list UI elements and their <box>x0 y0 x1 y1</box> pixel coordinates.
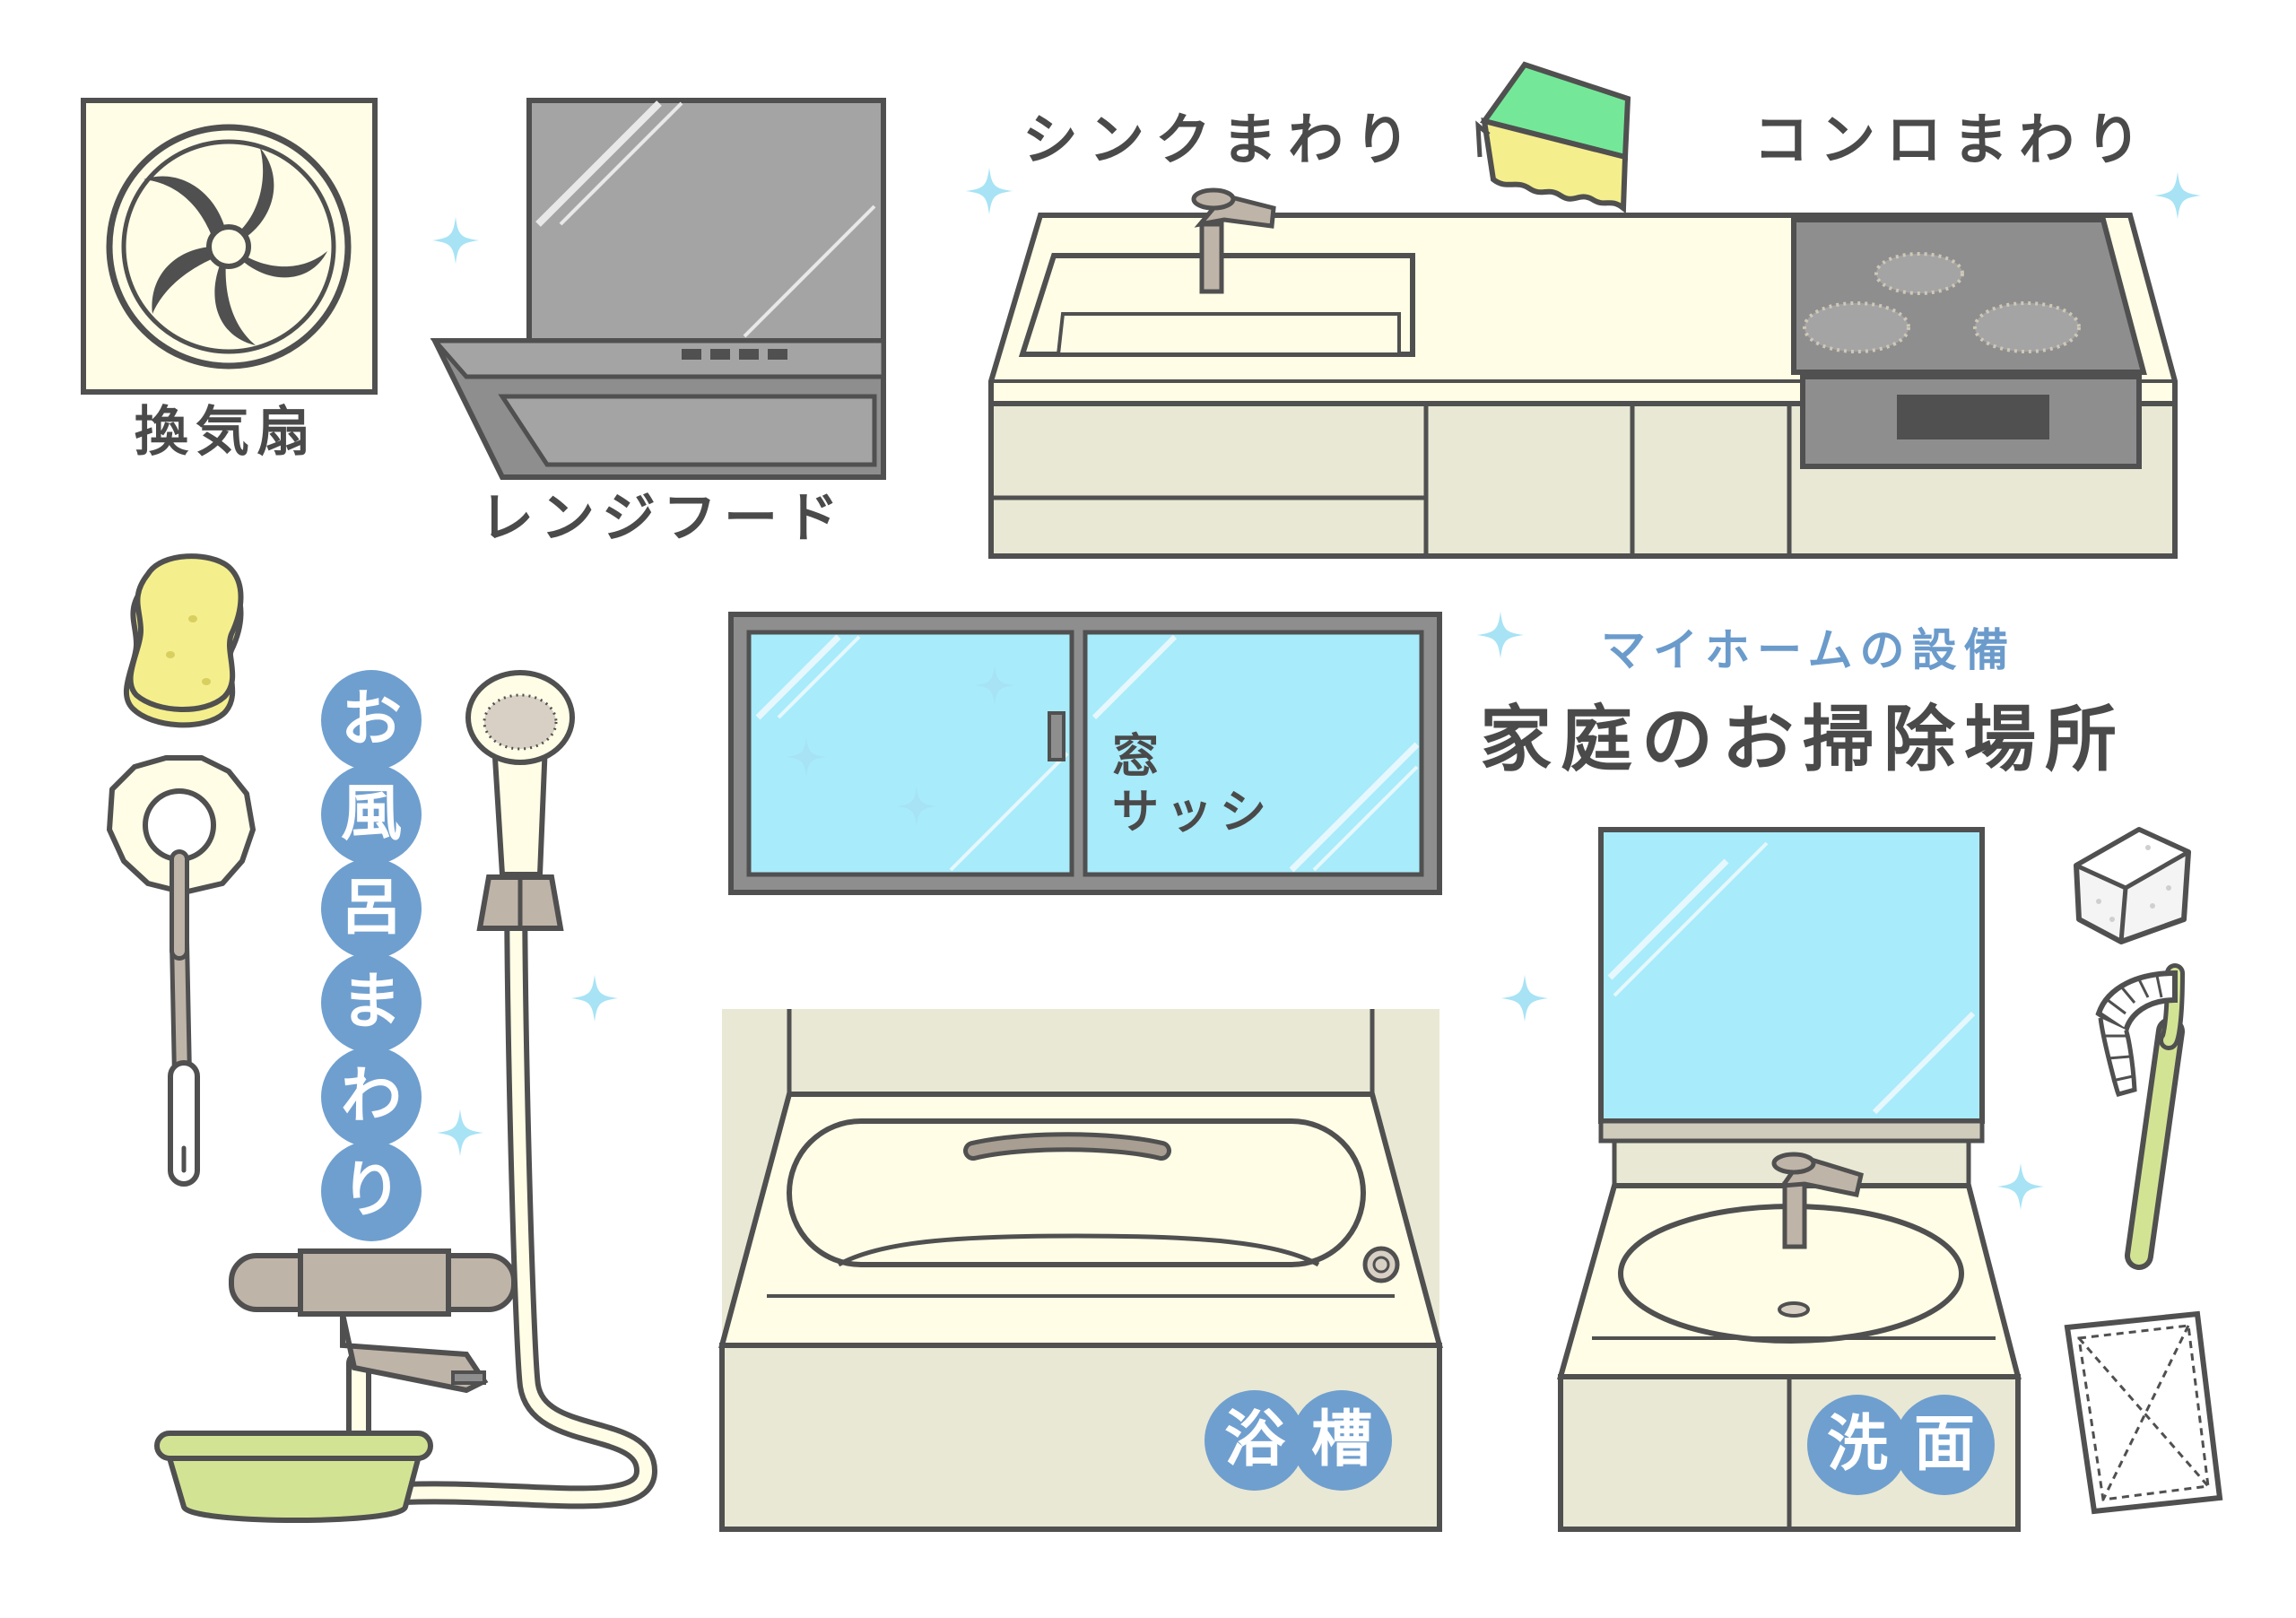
stove-area-label: コンロまわり <box>1753 107 2152 172</box>
washbasin-badge-char: 面 <box>1894 1395 1995 1495</box>
kitchen-counter-icon <box>988 187 2178 559</box>
bathtub-badge-char: 槽 <box>1292 1390 1392 1491</box>
bathtub-icon <box>718 1009 1443 1532</box>
bath-sponge-icon <box>123 553 244 728</box>
bath-faucet-icon <box>229 1248 517 1457</box>
kitchen-sponge-icon <box>1475 61 1631 214</box>
melamine-sponge-icon <box>2074 827 2191 944</box>
bath-area-badge-char: 風 <box>321 764 422 865</box>
bath-area-badge-char: お <box>321 670 422 770</box>
ventilation-fan-icon <box>81 98 378 395</box>
shower-icon <box>392 670 658 1509</box>
washbasin-icon <box>1557 827 2022 1532</box>
range-hood-icon <box>430 98 886 480</box>
title-subheading: マイホームの設備 <box>1601 624 2016 676</box>
washbasin-badge-char: 洗 <box>1807 1395 1908 1495</box>
window-sash-icon <box>728 612 1442 895</box>
sink-area-label: シンクまわり <box>1022 107 1422 172</box>
page-title: 家庭のお掃除場所 <box>1480 698 2126 781</box>
fan-label: 換気扇 <box>135 401 317 464</box>
scrub-brush-icon <box>2095 963 2185 1270</box>
range-hood-label: レンジフード <box>480 487 846 550</box>
window-label-line2: サッシ <box>1112 786 1274 839</box>
window-label-line1: 窓 <box>1112 730 1167 784</box>
bath-area-badge-char: ま <box>321 953 422 1053</box>
bathtub-badge-char: 浴 <box>1205 1390 1305 1491</box>
bath-area-badge-char: り <box>321 1141 422 1241</box>
duster-icon <box>107 755 256 1187</box>
bath-area-badge-char: 呂 <box>321 858 422 959</box>
cleaning-cloth-icon <box>2064 1310 2223 1515</box>
wash-basin-bowl-icon <box>154 1431 433 1523</box>
bath-area-badge-char: わ <box>321 1047 422 1147</box>
